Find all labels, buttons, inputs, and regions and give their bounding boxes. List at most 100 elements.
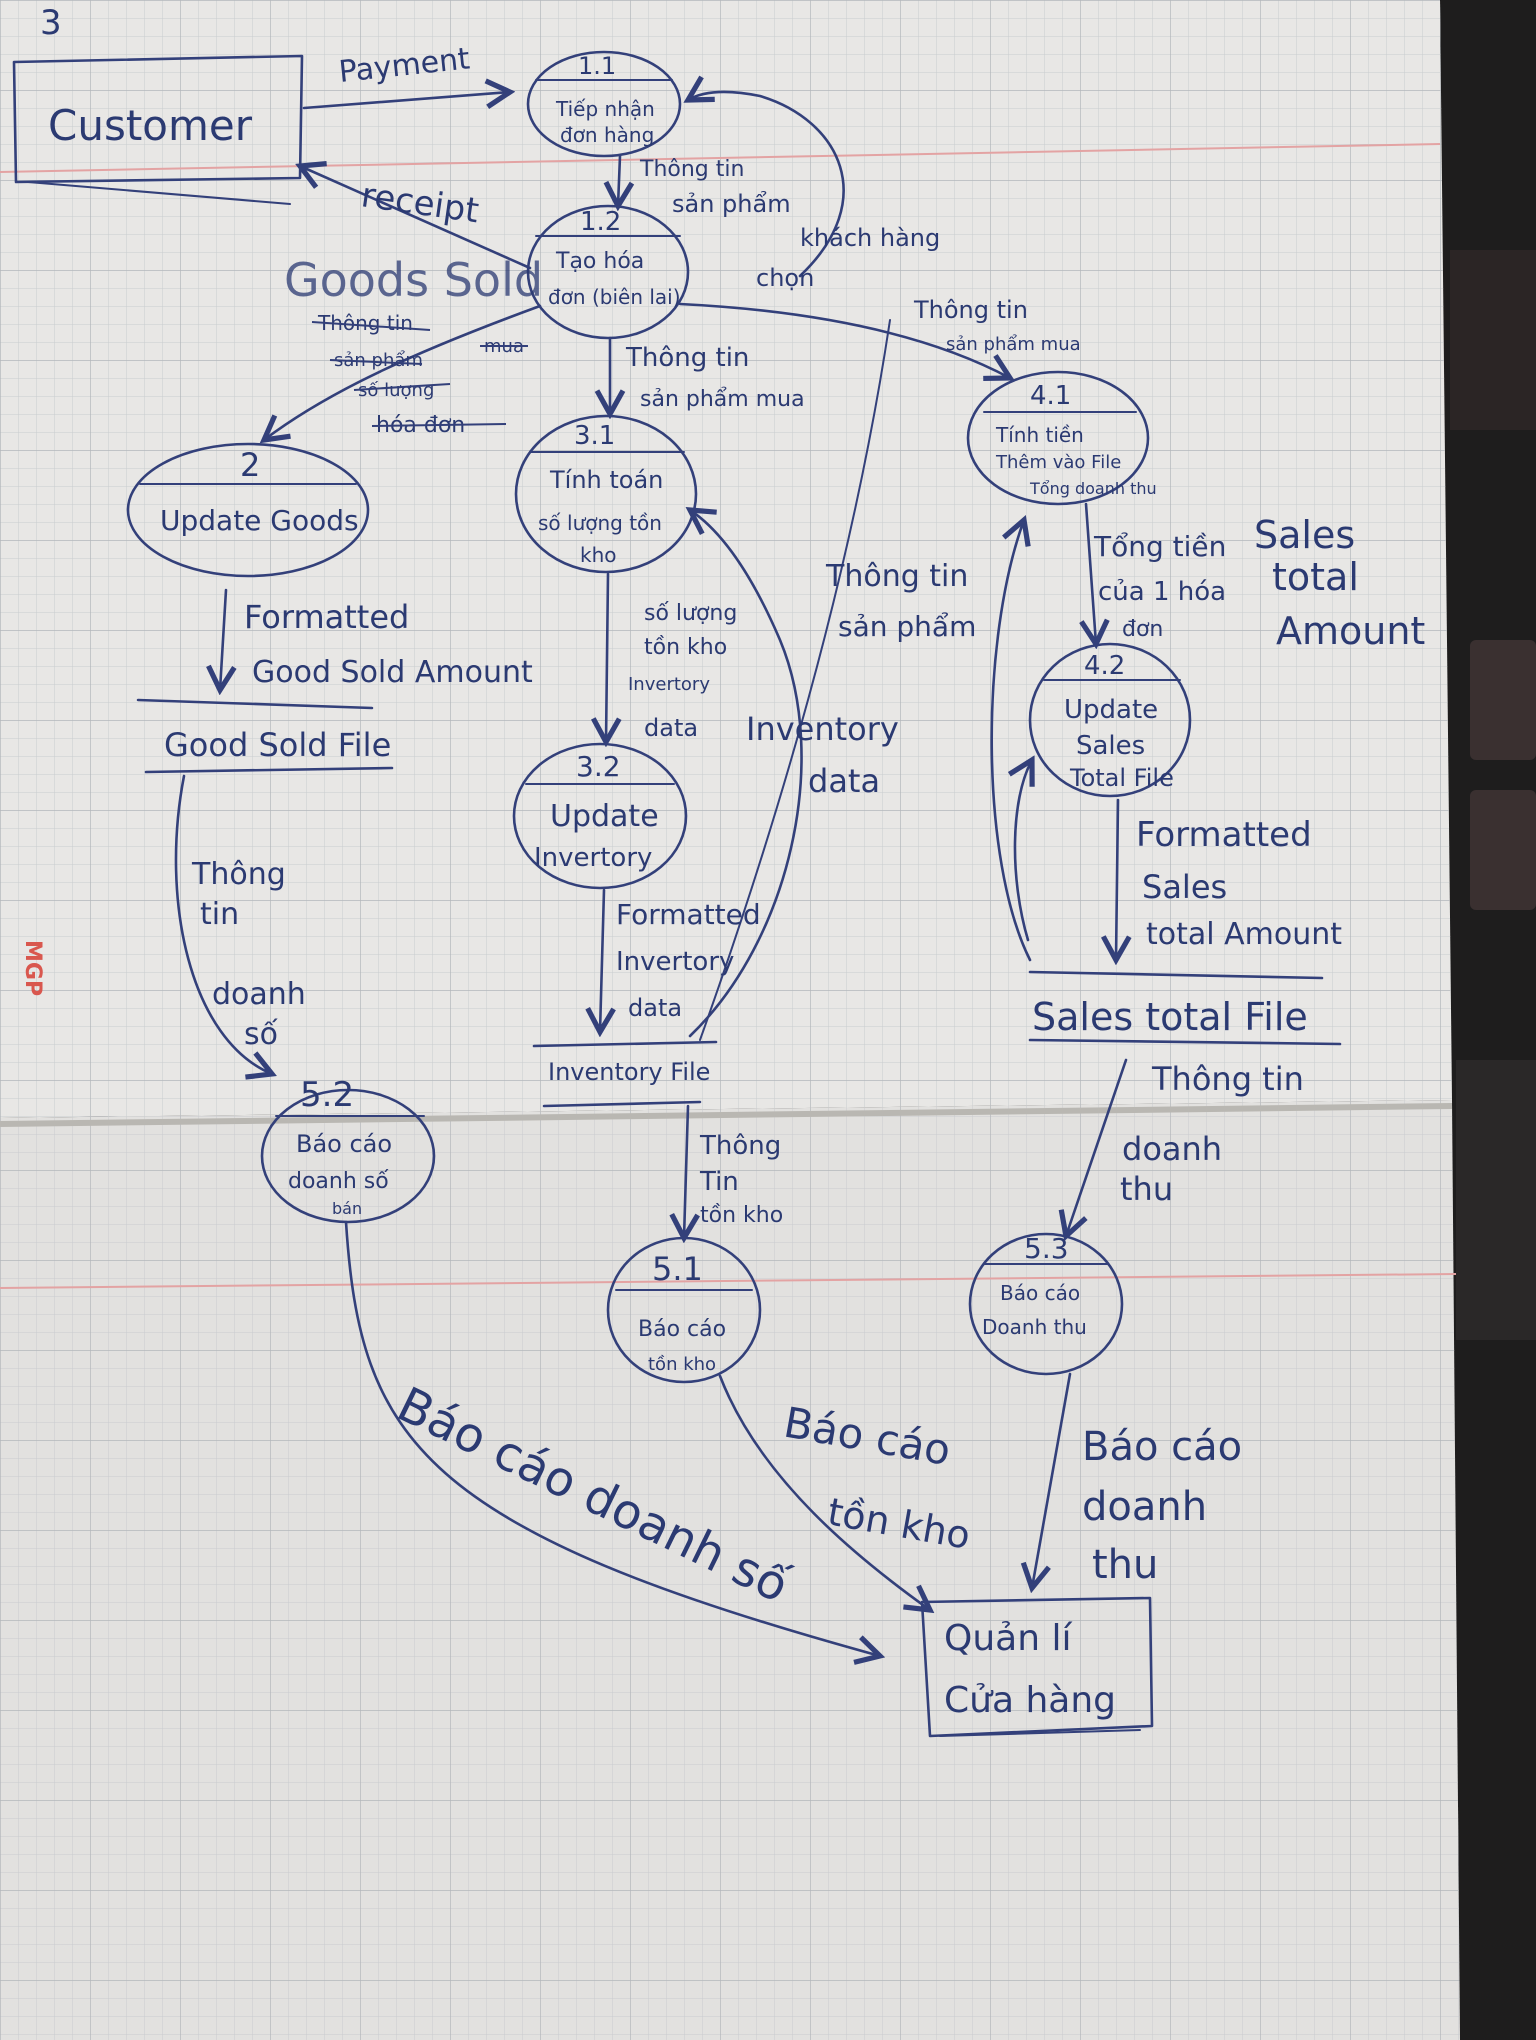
process-1-2-id: 1.2 <box>580 207 621 237</box>
flow-bought-a-1: Thông tin <box>625 343 749 373</box>
process-5-1-id: 5.1 <box>652 1250 703 1288</box>
flow-revenue-left-2: tin <box>200 897 239 932</box>
process-5-1: 5.1 Báo cáo tồn kho <box>606 1236 762 1384</box>
flow-formatted-inv-2: Invertory <box>616 947 734 977</box>
flow-stock-info-2: Tin <box>699 1167 739 1197</box>
flow-lines <box>174 92 1126 1656</box>
flow-invoice-total-2: của 1 hóa <box>1098 577 1226 607</box>
store-goods-sold: Good Sold File <box>136 698 394 774</box>
process-5-2-id: 5.2 <box>300 1075 354 1115</box>
process-4-2-id: 4.2 <box>1084 651 1125 681</box>
flow-bought-b-1: Thông tin <box>913 296 1028 324</box>
flow-revenue-right-1: Thông tin <box>1151 1060 1304 1098</box>
process-2-id: 2 <box>240 446 260 484</box>
process-5-1-line2: tồn kho <box>648 1354 716 1375</box>
struck-text-2: sản phẩm <box>334 350 423 371</box>
flow-bought-b-2: sản phẩm mua <box>946 334 1081 355</box>
flow-stock-qty-3: Invertory <box>628 674 710 695</box>
flow-bought-a-2: sản phẩm mua <box>640 387 805 412</box>
store-manager-line1: Quản lí <box>944 1618 1072 1659</box>
process-5-2-line2: doanh số <box>288 1169 389 1194</box>
process-2: 2 Update Goods <box>126 442 370 578</box>
process-4-2-line1: Update <box>1064 695 1158 725</box>
flow-formatted-sales-3: total Amount <box>1146 917 1342 952</box>
process-4-1-id: 4.1 <box>1030 381 1071 411</box>
process-1-1-line1: Tiếp nhận <box>555 97 655 121</box>
process-2-line1: Update Goods <box>160 504 359 537</box>
flow-product-chosen-1: Thông tin <box>639 157 744 182</box>
flow-product-info-1: Thông tin <box>825 559 968 594</box>
process-4-1-line3: Tổng doanh thu <box>1029 479 1157 498</box>
flow-stock-qty-1: số lượng <box>644 601 737 626</box>
flow-revenue-left-3: doanh <box>212 977 306 1012</box>
process-5-1-line1: Báo cáo <box>638 1317 726 1342</box>
process-3-2-line1: Update <box>550 799 659 834</box>
process-3-1-id: 3.1 <box>574 421 615 451</box>
flow-product-chosen-3: khách hàng <box>800 224 940 252</box>
process-4-1: 4.1 Tính tiền Thêm vào File Tổng doanh t… <box>966 370 1157 506</box>
top-page <box>0 0 1452 1118</box>
flow-revenue-left-4: số <box>244 1017 279 1052</box>
process-3-1-line3: kho <box>580 543 617 567</box>
process-5-3-line2: Doanh thu <box>982 1315 1087 1339</box>
store-sales-total: Sales total File <box>1028 970 1342 1046</box>
flow-revenue-report-2: doanh <box>1082 1484 1207 1530</box>
flow-revenue-right-2: doanh <box>1122 1130 1222 1168</box>
flow-sales-amount-2: total <box>1272 555 1359 599</box>
store-inventory-label: Inventory File <box>548 1058 710 1086</box>
process-1-1: 1.1 Tiếp nhận đơn hàng <box>526 50 682 158</box>
entity-store-manager: Quản lí Cửa hàng <box>920 1596 1154 1738</box>
store-inventory: Inventory File <box>532 1040 718 1108</box>
page-corner-mark: 3 <box>40 3 62 43</box>
process-3-2: 3.2 Update Invertory <box>512 742 688 890</box>
flow-stock-qty-2: tồn kho <box>644 635 727 660</box>
process-3-1-line1: Tính toán <box>549 466 663 494</box>
flow-product-chosen-4: chọn <box>756 264 814 292</box>
bottom-page <box>0 1100 1460 2040</box>
store-manager-line2: Cửa hàng <box>944 1680 1116 1721</box>
flow-formatted-inv-3: data <box>628 994 682 1022</box>
flow-labels: Payment receipt Goods Sold Thông tin sản… <box>191 41 1425 1614</box>
flow-invoice-total-3: đơn <box>1122 617 1163 642</box>
process-4-1-line2: Thêm vào File <box>995 452 1121 473</box>
flow-sales-amount-1: Sales <box>1254 513 1355 557</box>
flow-stock-qty-4: data <box>644 714 698 742</box>
flow-revenue-report-3: thu <box>1092 1542 1158 1588</box>
flow-invoice-total-1: Tổng tiền <box>1093 530 1226 563</box>
flow-goods-sold-label: Goods Sold <box>284 253 543 307</box>
store-goods-sold-label: Good Sold File <box>164 726 391 764</box>
process-4-2-line3: Total File <box>1069 764 1174 792</box>
process-3-1-line2: số lượng tồn <box>538 511 662 535</box>
flow-formatted-goods-2: Good Sold Amount <box>252 655 533 690</box>
process-5-2-line1: Báo cáo <box>296 1130 392 1158</box>
flow-stock-info-3: tồn kho <box>700 1203 783 1228</box>
flow-formatted-goods-1: Formatted <box>244 598 409 636</box>
process-4-2-line2: Sales <box>1076 731 1145 761</box>
process-4-1-line1: Tính tiền <box>995 423 1084 447</box>
process-5-2: 5.2 Báo cáo doanh số bán <box>260 1075 436 1224</box>
process-5-3-id: 5.3 <box>1024 1232 1069 1265</box>
flow-formatted-sales-1: Formatted <box>1136 815 1312 855</box>
notebook-brand: MGP <box>20 940 45 996</box>
flow-stock-info-1: Thông <box>699 1131 781 1161</box>
flow-formatted-sales-2: Sales <box>1142 868 1227 906</box>
entity-customer-label: Customer <box>48 101 253 150</box>
process-4-2: 4.2 Update Sales Total File <box>1028 642 1192 798</box>
flow-revenue-right-3: thu <box>1120 1170 1173 1208</box>
flow-sales-amount-3: Amount <box>1276 609 1425 653</box>
process-3-2-id: 3.2 <box>576 750 621 783</box>
flow-formatted-inv-1: Formatted <box>616 898 761 931</box>
flow-product-chosen-2: sản phẩm <box>672 190 791 218</box>
process-1-1-line2: đơn hàng <box>560 123 654 147</box>
process-1-2-line2: đơn (biên lai) <box>548 285 681 309</box>
process-1-2-line1: Tạo hóa <box>555 249 644 274</box>
process-5-3-line1: Báo cáo <box>1000 1281 1080 1305</box>
store-sales-total-label: Sales total File <box>1032 995 1308 1039</box>
flow-inventory-data-2: data <box>808 762 880 800</box>
struck-text-4: số lượng <box>358 380 434 401</box>
process-5-2-line3: bán <box>332 1199 362 1218</box>
flow-revenue-left-1: Thông <box>191 857 286 892</box>
process-1-1-id: 1.1 <box>578 52 616 80</box>
flow-product-info-2: sản phẩm <box>838 610 976 643</box>
